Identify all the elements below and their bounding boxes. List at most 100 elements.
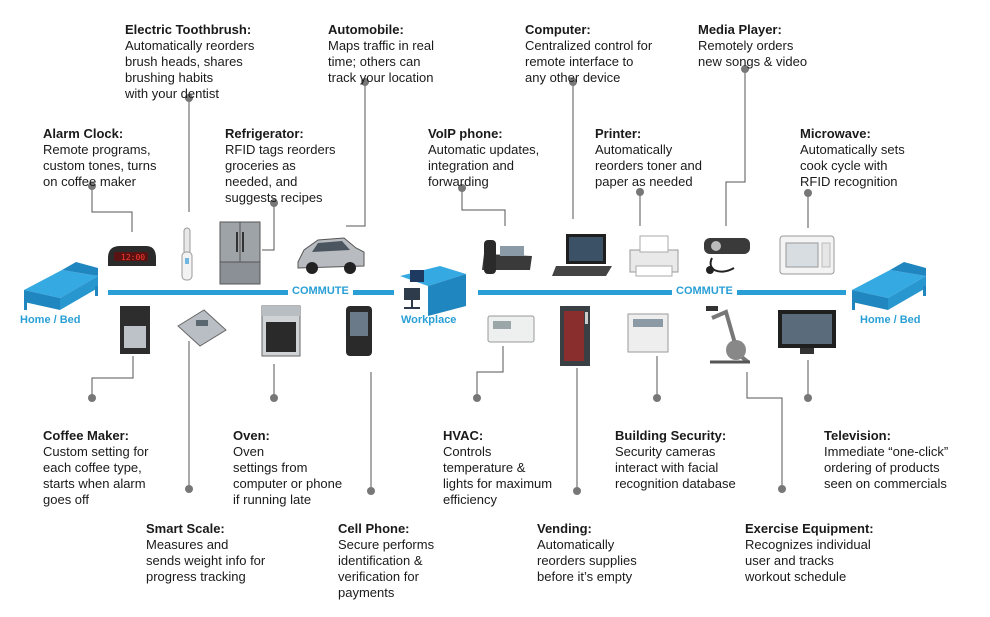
dot bbox=[653, 394, 661, 402]
callout-title: Microwave: bbox=[800, 126, 871, 141]
printer-icon bbox=[629, 235, 679, 277]
leader-automobile bbox=[346, 82, 366, 227]
callout-electric-toothbrush: Electric Toothbrush:Automatically reorde… bbox=[125, 6, 254, 118]
dot bbox=[804, 394, 812, 402]
bed-right-icon bbox=[852, 262, 926, 310]
callout-title: HVAC: bbox=[443, 428, 484, 443]
dot bbox=[367, 487, 375, 495]
commute-label-right: COMMUTE bbox=[672, 285, 737, 297]
callout-title: Electric Toothbrush: bbox=[125, 22, 252, 37]
leader-exercise bbox=[746, 372, 783, 489]
callout-title: Coffee Maker: bbox=[43, 428, 129, 443]
callout-hvac: HVAC:Controls temperature & lights for m… bbox=[443, 412, 552, 524]
callout-voip-phone: VoIP phone:Automatic updates, integratio… bbox=[428, 110, 539, 206]
callout-desc: Secure performs identification & verific… bbox=[338, 537, 435, 600]
timeline-bars bbox=[108, 290, 846, 295]
leader-coffee-maker bbox=[91, 356, 134, 398]
leader-voip bbox=[461, 188, 506, 226]
callout-exercise-equipment: Exercise Equipment:Recognizes individual… bbox=[745, 505, 874, 601]
callout-desc: Recognizes individual user and tracks wo… bbox=[745, 537, 871, 584]
dot bbox=[88, 394, 96, 402]
svg-text:12:00: 12:00 bbox=[121, 253, 145, 262]
callout-title: Computer: bbox=[525, 22, 591, 37]
workplace-label: Workplace bbox=[401, 314, 457, 326]
callout-printer: Printer:Automatically reorders toner and… bbox=[595, 110, 702, 206]
dot bbox=[636, 188, 644, 196]
callout-vending: Vending:Automatically reorders supplies … bbox=[537, 505, 637, 601]
home-bed-left-label: Home / Bed bbox=[20, 314, 81, 326]
callout-title: Cell Phone: bbox=[338, 521, 410, 536]
callout-desc: Maps traffic in real time; others can tr… bbox=[328, 38, 434, 85]
callout-title: Printer: bbox=[595, 126, 642, 141]
callout-desc: Automatically reorders brush heads, shar… bbox=[125, 38, 255, 101]
callout-desc: Custom setting for each coffee type, sta… bbox=[43, 444, 149, 507]
callout-alarm-clock: Alarm Clock:Remote programs, custom tone… bbox=[43, 110, 156, 206]
callout-television: Television:Immediate “one-click” orderin… bbox=[824, 412, 948, 508]
callout-desc: Automatic updates, integration and forwa… bbox=[428, 142, 540, 189]
callout-desc: Remote programs, custom tones, turns on … bbox=[43, 142, 157, 189]
callout-cell-phone: Cell Phone:Secure performs identificatio… bbox=[338, 505, 434, 617]
callout-computer: Computer:Centralized control for remote … bbox=[525, 6, 652, 102]
electric-toothbrush-icon bbox=[181, 227, 193, 281]
callout-desc: Security cameras interact with facial re… bbox=[615, 444, 736, 491]
callout-coffee-maker: Coffee Maker:Custom setting for each cof… bbox=[43, 412, 149, 524]
callout-title: Building Security: bbox=[615, 428, 727, 443]
leader-refrigerator bbox=[262, 203, 275, 251]
callout-title: Automobile: bbox=[328, 22, 404, 37]
commute-label-left: COMMUTE bbox=[288, 285, 353, 297]
callout-desc: RFID tags reorders groceries as needed, … bbox=[225, 142, 336, 205]
dot bbox=[458, 184, 466, 192]
dot bbox=[569, 78, 577, 86]
workplace-desk-icon bbox=[400, 266, 466, 316]
callout-title: Television: bbox=[824, 428, 891, 443]
callout-desc: Immediate “one-click” ordering of produc… bbox=[824, 444, 949, 491]
refrigerator-icon bbox=[219, 221, 261, 285]
smart-scale-icon bbox=[177, 309, 227, 347]
home-bed-right-label: Home / Bed bbox=[860, 314, 921, 326]
callout-title: Refrigerator: bbox=[225, 126, 304, 141]
callout-title: Oven: bbox=[233, 428, 270, 443]
callout-oven: Oven:Oven settings from computer or phon… bbox=[233, 412, 342, 524]
microwave-icon bbox=[779, 235, 835, 275]
exercise-bike-icon bbox=[706, 306, 750, 364]
cell-phone-icon bbox=[346, 306, 372, 356]
media-player-icon bbox=[704, 238, 750, 274]
callout-smart-scale: Smart Scale:Measures and sends weight in… bbox=[146, 505, 265, 601]
leader-dots bbox=[88, 65, 812, 495]
commute-bar-right bbox=[478, 290, 846, 295]
voip-phone-icon bbox=[482, 240, 532, 274]
callout-automobile: Automobile:Maps traffic in real time; ot… bbox=[328, 6, 434, 102]
diagram-graphics: 12:00 bbox=[24, 65, 926, 495]
callout-title: Exercise Equipment: bbox=[745, 521, 874, 536]
callout-desc: Remotely orders new songs & video bbox=[698, 38, 808, 69]
dot bbox=[741, 65, 749, 73]
callout-desc: Controls temperature & lights for maximu… bbox=[443, 444, 553, 507]
alarm-clock-icon: 12:00 bbox=[108, 246, 156, 266]
television-icon bbox=[778, 310, 836, 354]
iot-daily-timeline-diagram: 12:00 bbox=[20, 6, 948, 600]
leader-media-player bbox=[725, 69, 746, 226]
dot bbox=[270, 394, 278, 402]
callout-microwave: Microwave:Automatically sets cook cycle … bbox=[800, 110, 905, 206]
dot bbox=[804, 189, 812, 197]
dot bbox=[778, 485, 786, 493]
callout-desc: Automatically reorders toner and paper a… bbox=[595, 142, 702, 189]
computer-icon bbox=[552, 234, 612, 276]
callout-media-player: Media Player:Remotely orders new songs &… bbox=[698, 6, 807, 86]
bed-left-icon bbox=[24, 262, 98, 310]
oven-icon bbox=[261, 305, 301, 357]
callout-desc: Centralized control for remote interface… bbox=[525, 38, 653, 85]
callout-title: Smart Scale: bbox=[146, 521, 225, 536]
top-leaders bbox=[91, 69, 809, 251]
leader-hvac bbox=[476, 346, 504, 398]
bottom-leaders bbox=[91, 341, 809, 491]
automobile-icon bbox=[297, 237, 365, 274]
callout-title: Alarm Clock: bbox=[43, 126, 124, 141]
vending-machine-icon bbox=[560, 306, 590, 366]
dot bbox=[473, 394, 481, 402]
commute-bar-left bbox=[108, 290, 394, 295]
hvac-thermostat-icon bbox=[487, 315, 535, 343]
dot bbox=[88, 182, 96, 190]
callout-desc: Oven settings from computer or phone if … bbox=[233, 444, 343, 507]
callout-refrigerator: Refrigerator:RFID tags reorders grocerie… bbox=[225, 110, 336, 222]
